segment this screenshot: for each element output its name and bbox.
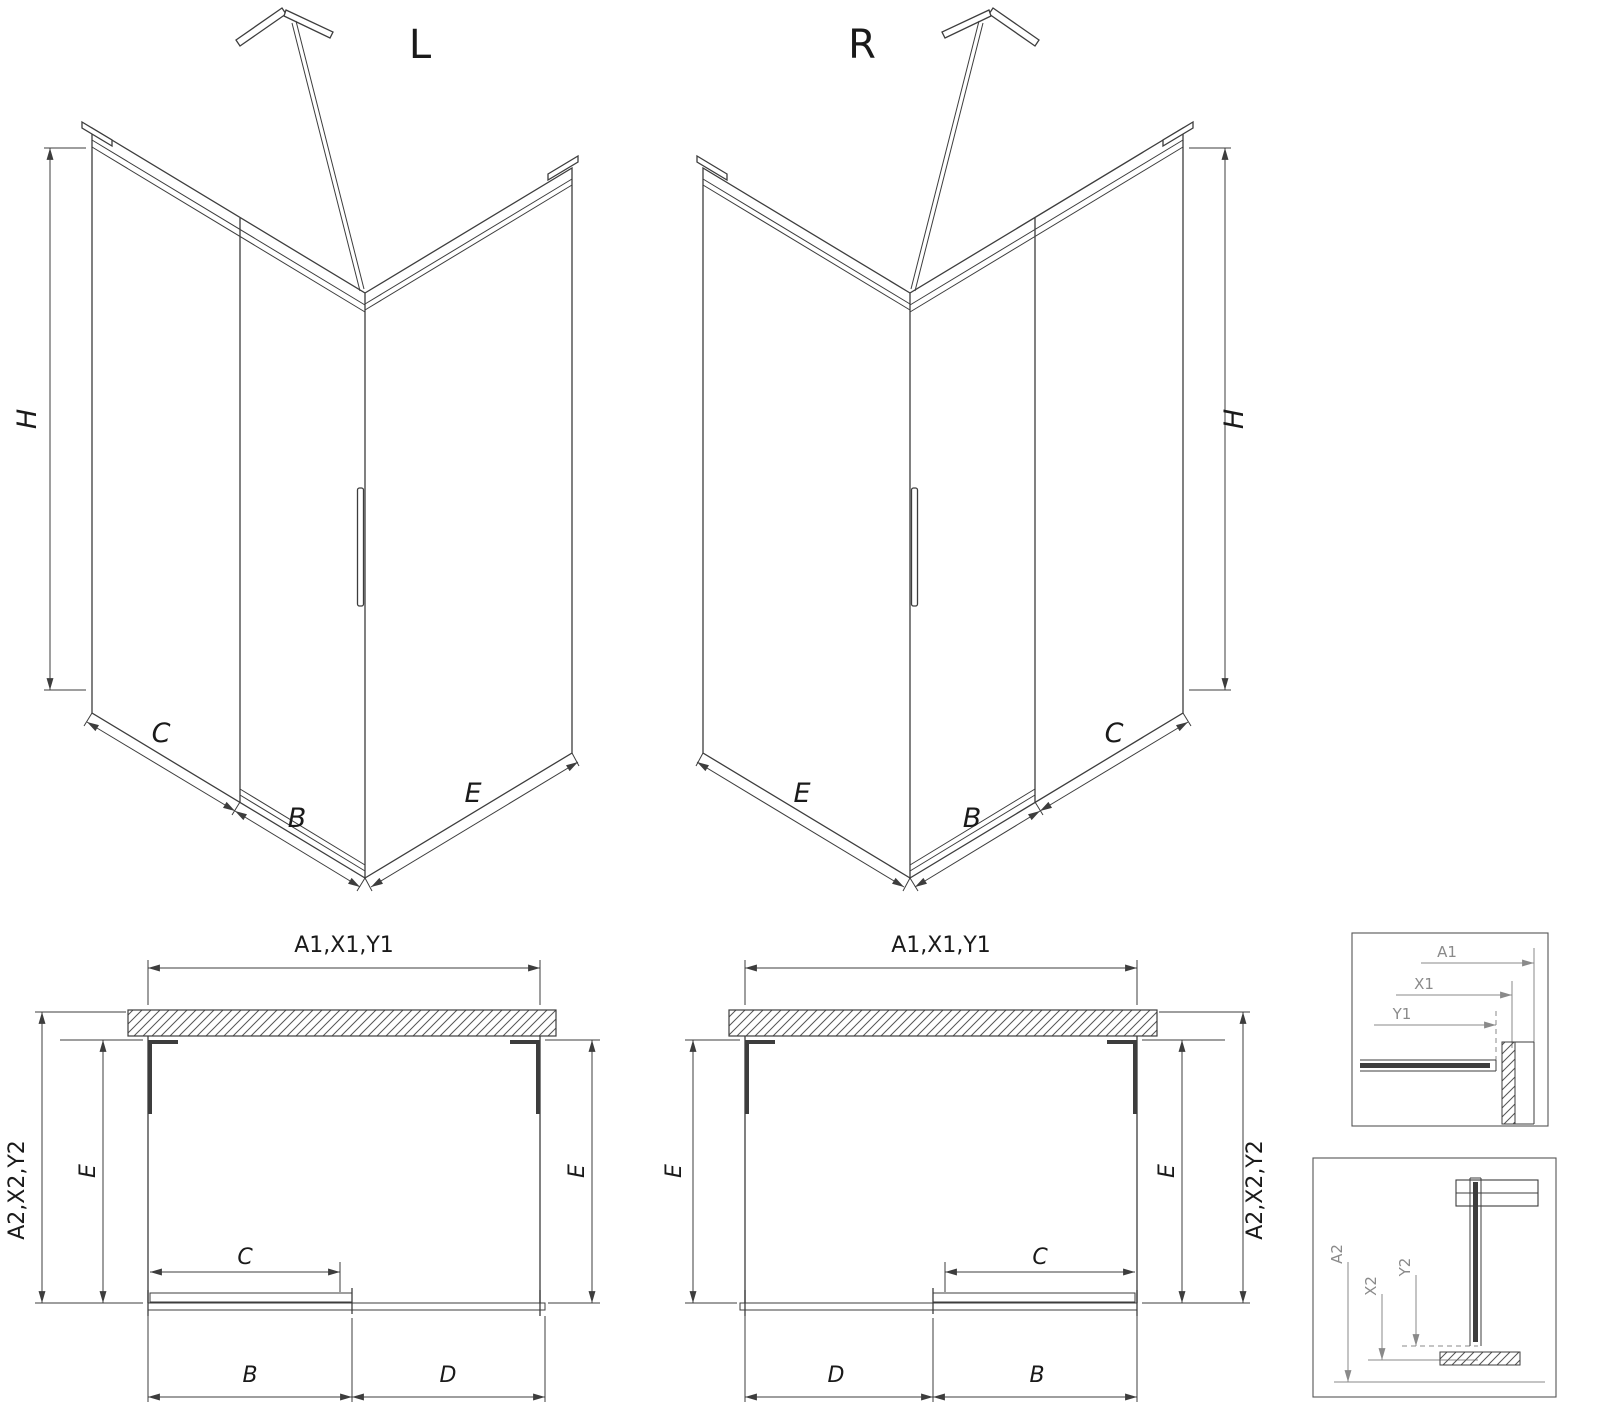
wall-bracket (547, 154, 579, 182)
wall-bracket (1162, 120, 1194, 148)
top-rail (91, 139, 366, 313)
wall-bracket (81, 120, 113, 148)
extension-line (364, 752, 580, 892)
top-rail (702, 178, 911, 311)
detail-box-border (1312, 1157, 1557, 1398)
dim-label-c: C (152, 718, 171, 749)
sliding-door-panel (149, 1292, 353, 1303)
wall-face-line (1515, 1041, 1535, 1125)
dim-label-e: E (565, 1164, 590, 1178)
door-handle (356, 487, 365, 607)
dimension-line-e (370, 761, 579, 888)
glass-panel-left-wall (702, 166, 911, 879)
dim-label-h: H (1219, 409, 1250, 429)
dim-label-e: E (793, 778, 810, 809)
dim-label-h: H (12, 409, 43, 429)
dim-label-c: C (1105, 718, 1124, 749)
extension-line (695, 752, 911, 892)
dim-label-y1: Y1 (1392, 1005, 1412, 1023)
dim-label-a1: A1 (1437, 943, 1457, 961)
dim-label-e: E (1155, 1164, 1180, 1178)
wall-profile-hatch (1501, 1041, 1516, 1125)
dim-label-d: D (440, 1363, 457, 1388)
corner-profile (1107, 1040, 1137, 1114)
detail-view-top: A1 X1 Y1 (1351, 932, 1549, 1127)
corner-stub (744, 1290, 1138, 1316)
support-pole (910, 20, 984, 292)
door-handle (910, 487, 919, 607)
wall-hatch (728, 1009, 1158, 1037)
wall-profile-hatch (1439, 1351, 1521, 1366)
dim-label-b: B (963, 803, 982, 834)
dim-label-c: C (1032, 1245, 1048, 1270)
sliding-door-panel (932, 1292, 1136, 1303)
extension-line (147, 1316, 546, 1402)
view-label-left: L (409, 22, 432, 68)
extension-line (744, 1316, 1138, 1402)
iso-view-right: R H C B E (695, 7, 1250, 892)
fixed-track (147, 1302, 546, 1311)
dim-label-a2x2y2: A2,X2,Y2 (1243, 1140, 1268, 1240)
ceiling-bracket (988, 7, 1040, 47)
side-glass-line (744, 1036, 1138, 1303)
dim-label-a2x2y2: A2,X2,Y2 (5, 1140, 30, 1240)
dimension-line-c (1039, 721, 1189, 812)
dim-label-e: E (464, 778, 481, 809)
glass-plan-profile (1360, 1059, 1497, 1072)
glass-panel-right-wall (909, 126, 1184, 880)
corner-profile (510, 1040, 540, 1114)
dimension-line-c (86, 721, 236, 812)
view-label-right: R (848, 22, 876, 68)
side-glass-line (147, 1036, 541, 1303)
dim-label-c: C (237, 1245, 253, 1270)
extension-line (744, 960, 1138, 1005)
corner-stub (147, 1290, 541, 1316)
support-pole (291, 20, 365, 292)
dim-label-x2: X2 (1362, 1276, 1380, 1296)
corner-profile (745, 1040, 775, 1114)
detail-view-bottom: A2 X2 Y2 (1312, 1157, 1557, 1398)
ceiling-bracket (941, 9, 992, 39)
extension-line (147, 960, 541, 1005)
dim-label-b: B (1029, 1363, 1044, 1388)
plan-view-left: A1,X1,Y1 E A2,X2,Y2 E C B D (5, 933, 600, 1402)
dim-label-d: D (828, 1363, 845, 1388)
dim-label-b: B (242, 1363, 257, 1388)
dim-label-e: E (76, 1164, 101, 1178)
dimension-line-e (696, 761, 905, 888)
dim-label-b: B (288, 803, 307, 834)
top-rail (909, 139, 1184, 313)
dim-label-e: E (662, 1164, 687, 1178)
glass-panel-right-wall (364, 166, 573, 879)
extension-line (909, 712, 1192, 892)
top-rail (364, 178, 573, 311)
dim-label-a1x1y1: A1,X1,Y1 (294, 933, 394, 958)
dim-label-y2: Y2 (1396, 1258, 1414, 1278)
fixed-track (739, 1302, 1138, 1311)
extension-line (83, 712, 366, 892)
ceiling-bracket (283, 9, 334, 39)
iso-view-left: L H C B E (12, 7, 580, 892)
detail-box-border (1351, 932, 1549, 1127)
wall-hatch (127, 1009, 557, 1037)
dimension-line-b (914, 810, 1041, 888)
dim-label-a1x1y1: A1,X1,Y1 (891, 933, 991, 958)
dimension-line-b (234, 810, 361, 888)
wall-bracket (696, 154, 728, 182)
ceiling-bracket (235, 7, 287, 47)
dim-label-a2: A2 (1328, 1244, 1346, 1264)
glass-panel-left-wall (91, 126, 366, 880)
dim-label-x1: X1 (1414, 975, 1434, 993)
corner-profile (148, 1040, 178, 1114)
plan-view-right: A1,X1,Y1 E E A2,X2,Y2 C D B (662, 933, 1268, 1402)
